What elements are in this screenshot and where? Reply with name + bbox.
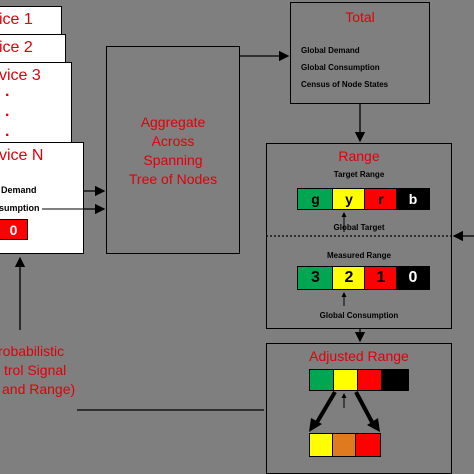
target-cell-green-text: g <box>311 191 320 207</box>
aggregate-line-4: Tree of Nodes <box>128 171 218 187</box>
right-diagonal-arrow-head <box>367 418 380 432</box>
adjusted-cell-black <box>381 369 409 391</box>
total-box: Total Global Demand Global Consumption C… <box>290 2 430 104</box>
measured-cell-black-text: 0 <box>408 269 418 286</box>
range-title: Range <box>338 148 380 164</box>
device-demand-label: Demand <box>1 185 37 195</box>
measured-cell-green-text: 3 <box>311 269 320 286</box>
measured-cell-yellow: 2 <box>332 266 366 290</box>
measured-cell-green: 3 <box>297 266 334 290</box>
target-cell-red-text: r <box>378 191 384 207</box>
device-value: 0 <box>9 221 18 238</box>
total-item-census: Census of Node States <box>301 80 389 89</box>
measured-range-label: Measured Range <box>326 251 392 260</box>
target-cell-black: b <box>396 188 430 210</box>
total-item-global-consumption: Global Consumption <box>301 63 380 72</box>
total-title: Total <box>345 9 375 25</box>
device-n-label: vice N <box>0 147 44 164</box>
target-cell-yellow-text: y <box>345 191 353 207</box>
aggregate-line-1: Aggregate <box>140 114 206 130</box>
measured-cell-yellow-text: 2 <box>344 269 354 286</box>
target-cell-black-text: b <box>408 191 418 207</box>
device-2-label: ice 2 <box>0 39 33 56</box>
device-1-label: ice 1 <box>0 11 33 28</box>
left-diagonal-arrow-head <box>309 418 322 432</box>
global-target-label: Global Target <box>333 223 385 232</box>
ellipsis-dot-2: . <box>5 103 10 120</box>
aggregate-line-3: Spanning <box>143 152 203 168</box>
adjusted-range-title: Adjusted Range <box>309 348 409 364</box>
result-cell-orange <box>332 433 357 457</box>
control-signal-line-3: and Range) <box>2 381 76 397</box>
control-signal-line-2: trol Signal <box>4 362 67 378</box>
right-diagonal-arrow-shaft <box>354 391 375 425</box>
device-card-n: vice N Demand sumption 0 <box>0 142 84 254</box>
total-item-global-demand: Global Demand <box>301 46 360 55</box>
ellipsis-dot-3: . <box>5 123 10 140</box>
device-consumption-label: sumption <box>0 203 40 213</box>
target-range-label: Target Range <box>333 170 385 179</box>
control-signal-text: robabilistic trol Signal and Range) <box>0 342 75 399</box>
measured-cell-black: 0 <box>396 266 430 290</box>
device-3-label: vice 3 <box>0 67 41 84</box>
left-diagonal-arrow-shaft <box>314 390 337 426</box>
ellipsis-dot-1: . <box>5 83 10 100</box>
device-card-3: vice 3 . . . <box>0 62 72 154</box>
measured-cell-red: 1 <box>364 266 398 290</box>
result-cell-red <box>355 433 381 457</box>
measured-cell-red-text: 1 <box>376 269 386 286</box>
device-value-box: 0 <box>0 219 28 240</box>
control-signal-line-1: robabilistic <box>0 343 65 359</box>
aggregate-box: Aggregate Across Spanning Tree of Nodes <box>106 46 240 254</box>
aggregate-line-2: Across <box>151 133 195 149</box>
global-consumption-label: Global Consumption <box>319 311 399 320</box>
